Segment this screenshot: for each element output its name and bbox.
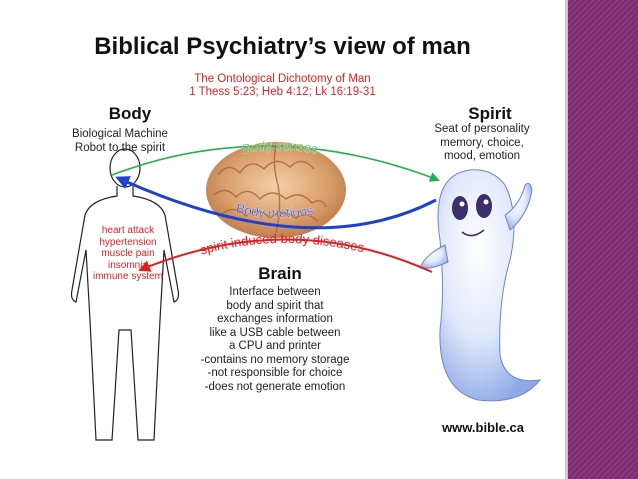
spirit-desc-line: Seat of personality — [434, 123, 530, 135]
brain-desc-line: a CPU and printer — [228, 340, 322, 352]
symptom-item: muscle pain — [101, 248, 155, 260]
subtitle-references: 1 Thess 5:23; Heb 4:12; Lk 16:19-31 — [189, 86, 376, 98]
diagram-artwork: Body senses Body motions spirit induced … — [70, 138, 542, 441]
symptom-item: immune system — [92, 271, 163, 283]
brain-desc-line: -not responsible for choice — [207, 367, 343, 379]
symptom-item: insomnia — [107, 259, 149, 271]
slide-title: Biblical Psychiatry’s view of man — [94, 33, 471, 60]
body-description: Biological Machine Robot to the spirit — [45, 128, 195, 155]
spirit-desc-line: mood, emotion — [443, 150, 521, 162]
side-bar-edge — [565, 0, 568, 479]
slide-subtitle: The Ontological Dichotomy of Man 1 Thess… — [0, 73, 565, 99]
brain-desc-line: like a USB cable between — [209, 326, 341, 339]
body-heading: Body — [108, 104, 152, 123]
body-desc-line: Biological Machine — [72, 128, 168, 140]
body-motions-label: Body motions — [235, 201, 315, 221]
symptom-item: hypertension — [99, 236, 157, 248]
symptom-item: heart attack — [101, 225, 155, 236]
body-senses-label: Body senses — [241, 138, 320, 157]
brain-desc-line: body and spirit that — [226, 299, 324, 312]
subtitle-line-1: The Ontological Dichotomy of Man — [194, 73, 371, 85]
brain-heading: Brain — [258, 264, 302, 283]
brain-description: Interface between body and spirit that e… — [170, 286, 380, 394]
brain-illustration — [206, 142, 346, 238]
source-url: www.bible.ca — [442, 420, 524, 435]
body-senses-arrow — [111, 145, 440, 182]
body-desc-line: Robot to the spirit — [74, 141, 166, 154]
body-symptoms-list: heart attack hypertension muscle pain in… — [78, 225, 178, 283]
body-motions-arrow — [115, 176, 437, 230]
spirit-desc-line: memory, choice, — [440, 136, 524, 149]
body-diseases-label: spirit induced body diseases — [198, 231, 366, 258]
spirit-ghost-illustration — [419, 169, 542, 402]
brain-desc-line: exchanges information — [217, 313, 333, 325]
brain-desc-line: -does not generate emotion — [204, 380, 346, 393]
brain-desc-line: -contains no memory storage — [200, 353, 350, 366]
brain-desc-line: Interface between — [229, 286, 321, 298]
spirit-heading: Spirit — [468, 104, 512, 123]
body-diseases-arrow — [138, 238, 433, 273]
human-body-outline — [70, 148, 180, 441]
spirit-description: Seat of personality memory, choice, mood… — [402, 123, 562, 164]
decorative-side-bar — [568, 0, 638, 479]
